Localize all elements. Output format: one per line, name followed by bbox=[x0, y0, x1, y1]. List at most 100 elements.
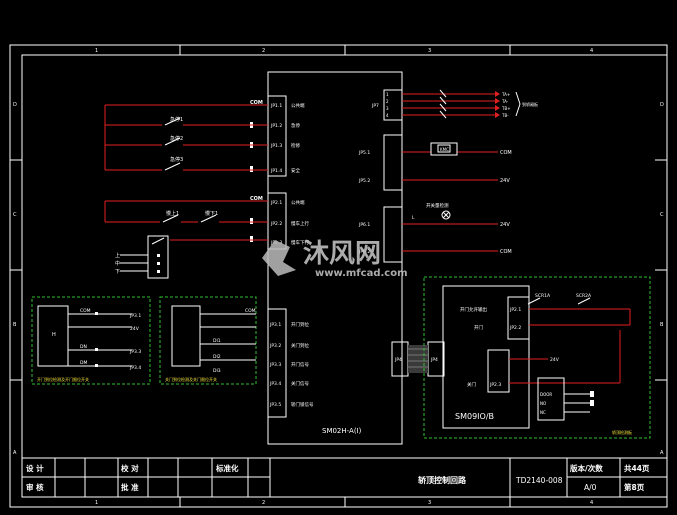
svg-text:JP7: JP7 bbox=[371, 103, 379, 109]
svg-text:开门: 开门 bbox=[474, 324, 483, 331]
watermark-brand: 沐风网 bbox=[303, 239, 381, 269]
drawing-title: 轿顶控制回路 bbox=[418, 475, 467, 485]
page-number: 第8页 bbox=[624, 482, 645, 492]
svg-text:JP3.2: JP3.2 bbox=[269, 343, 281, 349]
svg-text:下: 下 bbox=[115, 269, 120, 275]
svg-text:JP1.2: JP1.2 bbox=[270, 123, 282, 129]
col-label: 2 bbox=[262, 48, 265, 54]
svg-text:开关量检测: 开关量检测 bbox=[426, 202, 449, 209]
svg-text:JP3.1: JP3.1 bbox=[269, 322, 281, 328]
col-label: 1 bbox=[95, 48, 98, 54]
design-label: 设 计 bbox=[26, 463, 44, 473]
connector-group-1: COM JP1.1 JP1.2 JP1.3 JP1.4 公共端 急停 检修 安全… bbox=[104, 95, 305, 177]
watermark-logo-icon bbox=[262, 240, 296, 276]
svg-text:JP3.1: JP3.1 bbox=[129, 313, 141, 319]
door-detection-box-1: H COM JP3.1 24V DN JP3.3 DM JP3.4 开门到位检测… bbox=[31, 296, 151, 385]
svg-text:安全: 安全 bbox=[291, 167, 300, 174]
col-label: 4 bbox=[590, 500, 593, 506]
svg-text:JP5.2: JP5.2 bbox=[358, 178, 370, 184]
col-label: 3 bbox=[428, 48, 431, 54]
svg-text:DI3: DI3 bbox=[213, 368, 221, 374]
row-label: A bbox=[660, 450, 664, 456]
drawing-number: TD2140-008 bbox=[515, 476, 563, 485]
svg-text:2: 2 bbox=[386, 99, 389, 104]
jp4-cable-link: JP4 JP4 bbox=[391, 341, 445, 377]
edition-label: 版本/次数 bbox=[569, 463, 603, 473]
svg-text:JP2.1: JP2.1 bbox=[270, 200, 282, 206]
svg-text:JP3.5: JP3.5 bbox=[269, 402, 281, 408]
svg-text:3: 3 bbox=[386, 106, 389, 111]
svg-text:24V: 24V bbox=[130, 326, 140, 332]
svg-text:关门: 关门 bbox=[467, 381, 476, 388]
svg-text:TA-: TA- bbox=[501, 99, 509, 104]
svg-text:SCR1A: SCR1A bbox=[535, 293, 551, 299]
svg-text:JP3.4: JP3.4 bbox=[129, 365, 141, 371]
svg-text:COM: COM bbox=[245, 308, 256, 314]
connector-group-2: COM JP2.1 JP2.2 JP2.3 公共端 慢车上行 慢车下行 慢上1 … bbox=[104, 192, 309, 279]
svg-text:JP6.2: JP6.2 bbox=[358, 249, 370, 255]
svg-text:TB-: TB- bbox=[501, 113, 509, 118]
svg-text:JP3.4: JP3.4 bbox=[269, 381, 281, 387]
title-block: 设 计 审 核 校 对 批 准 标准化 轿顶控制回路 TD2140-008 版本… bbox=[21, 457, 668, 498]
svg-text:DOOR: DOOR bbox=[540, 392, 552, 397]
svg-text:DM: DM bbox=[80, 360, 87, 366]
svg-text:开门到位检测及开门限位开关: 开门到位检测及开门限位开关 bbox=[37, 376, 89, 382]
svg-text:开门允许输出: 开门允许输出 bbox=[460, 306, 487, 313]
connector-group-3: JP3.1 JP3.2 JP3.3 JP3.4 JP3.5 开门到位 关门到位 … bbox=[267, 308, 314, 418]
svg-text:JP5.1: JP5.1 bbox=[358, 150, 370, 156]
com-label: COM bbox=[250, 100, 263, 106]
svg-text:JP3.3: JP3.3 bbox=[129, 349, 141, 355]
check-label: 校 对 bbox=[121, 463, 139, 473]
row-label: C bbox=[660, 212, 664, 218]
svg-text:JP1.1: JP1.1 bbox=[270, 103, 282, 109]
row-label: A bbox=[13, 450, 17, 456]
svg-text:JP2.1: JP2.1 bbox=[509, 307, 521, 313]
row-label: B bbox=[660, 322, 664, 328]
row-label: C bbox=[13, 212, 17, 218]
svg-text:急停2: 急停2 bbox=[170, 135, 183, 142]
svg-text:慢下1: 慢下1 bbox=[205, 210, 218, 217]
row-markers: D C B A D C B A bbox=[10, 102, 667, 456]
svg-text:COM: COM bbox=[500, 249, 512, 255]
svg-text:急停1: 急停1 bbox=[170, 116, 183, 123]
svg-text:JP3.3: JP3.3 bbox=[269, 362, 281, 368]
svg-text:DI2: DI2 bbox=[213, 354, 221, 360]
svg-text:DI1: DI1 bbox=[213, 338, 221, 344]
com-label: COM bbox=[250, 196, 263, 202]
standard-label: 标准化 bbox=[215, 463, 239, 473]
svg-text:NO: NO bbox=[540, 401, 546, 406]
svg-text:JP1.4: JP1.4 bbox=[270, 168, 282, 174]
svg-text:KMC: KMC bbox=[440, 147, 449, 152]
watermark-url: www.mfcad.com bbox=[315, 268, 408, 279]
svg-text:关门信号: 关门信号 bbox=[291, 380, 309, 387]
total-pages: 共44页 bbox=[624, 463, 650, 473]
svg-text:1: 1 bbox=[386, 92, 389, 97]
door-detection-box-2: COM DI1 DI2 DI3 关门到位检测及关门限位开关 bbox=[159, 296, 257, 385]
row-label: D bbox=[13, 102, 17, 108]
watermark: 沐风网 www.mfcad.com bbox=[262, 239, 408, 279]
row-label: B bbox=[13, 322, 17, 328]
jp5-port-block: JP5.1 JP5.2 KMC COM 24V bbox=[358, 134, 512, 191]
svg-text:关门到位: 关门到位 bbox=[291, 342, 309, 349]
svg-text:SM09IO/B: SM09IO/B bbox=[455, 412, 494, 421]
svg-text:JP4: JP4 bbox=[394, 357, 402, 363]
car-top-board: SM09IO/B 开门允许输出 开门 关门 JP2.1 JP2.2 JP2.3 … bbox=[423, 276, 651, 439]
svg-text:轿顶检测板: 轿顶检测板 bbox=[612, 429, 632, 435]
svg-text:NC: NC bbox=[540, 410, 546, 415]
svg-text:到轿厢板: 到轿厢板 bbox=[522, 101, 538, 107]
svg-text:JP1.3: JP1.3 bbox=[270, 143, 282, 149]
svg-text:24V: 24V bbox=[550, 357, 560, 363]
svg-text:JP2.3: JP2.3 bbox=[489, 382, 501, 388]
svg-text:4: 4 bbox=[386, 113, 389, 118]
svg-text:关门到位检测及关门限位开关: 关门到位检测及关门限位开关 bbox=[165, 376, 217, 382]
svg-text:24V: 24V bbox=[500, 178, 510, 184]
svg-text:TA+: TA+ bbox=[501, 92, 510, 97]
col-label: 2 bbox=[262, 500, 265, 506]
svg-text:急停3: 急停3 bbox=[170, 156, 183, 163]
jp6-port-block: JP6.1 JP6.2 L 开关量检测 24V COM bbox=[358, 202, 512, 263]
svg-text:SCR2A: SCR2A bbox=[576, 293, 592, 299]
svg-text:慢车下行: 慢车下行 bbox=[291, 239, 309, 246]
approve-label: 批 准 bbox=[121, 482, 139, 492]
col-label: 3 bbox=[428, 500, 431, 506]
